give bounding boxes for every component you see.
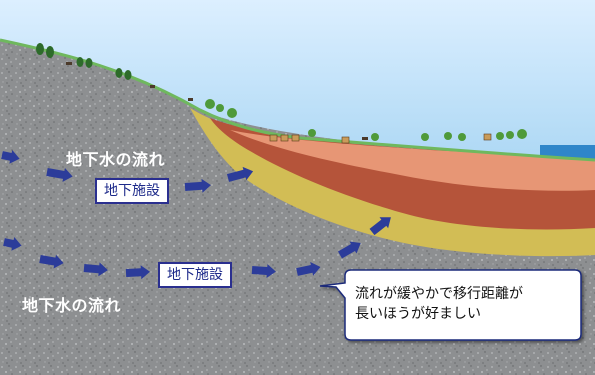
flow-arrow [226, 166, 254, 182]
groundwater-arrows-lower [3, 217, 391, 280]
animal-icon [66, 62, 368, 140]
callout-line-2: 長いほうが好ましい [355, 306, 481, 322]
flow-arrow [184, 178, 211, 193]
flow-label-upper: 地下水の流れ [66, 150, 166, 169]
flow-arrow [369, 217, 391, 236]
callout-bubble [319, 269, 582, 341]
ground-surface [0, 38, 595, 162]
sediment-layer-salmon [230, 130, 595, 191]
facility-box-lower: 地下施設 [158, 262, 232, 288]
flow-arrow [46, 168, 73, 182]
facility-box-upper: 地下施設 [95, 178, 169, 204]
flow-arrow [3, 237, 22, 251]
tree-icon [205, 99, 527, 141]
flow-arrow [83, 262, 108, 277]
flow-arrow [251, 264, 276, 279]
flow-arrow [1, 150, 20, 164]
house-icon [269, 133, 492, 144]
flow-label-lower: 地下水の流れ [22, 296, 122, 315]
groundwater-arrows-upper [1, 150, 254, 193]
surface-objects [36, 43, 527, 144]
tree-icon [36, 43, 132, 80]
callout-line-1: 流れが緩やかで移行距離が [355, 286, 523, 302]
flow-arrow [125, 265, 150, 280]
flow-arrow [296, 262, 321, 276]
flow-arrow [39, 254, 64, 269]
flow-arrow [338, 241, 361, 259]
